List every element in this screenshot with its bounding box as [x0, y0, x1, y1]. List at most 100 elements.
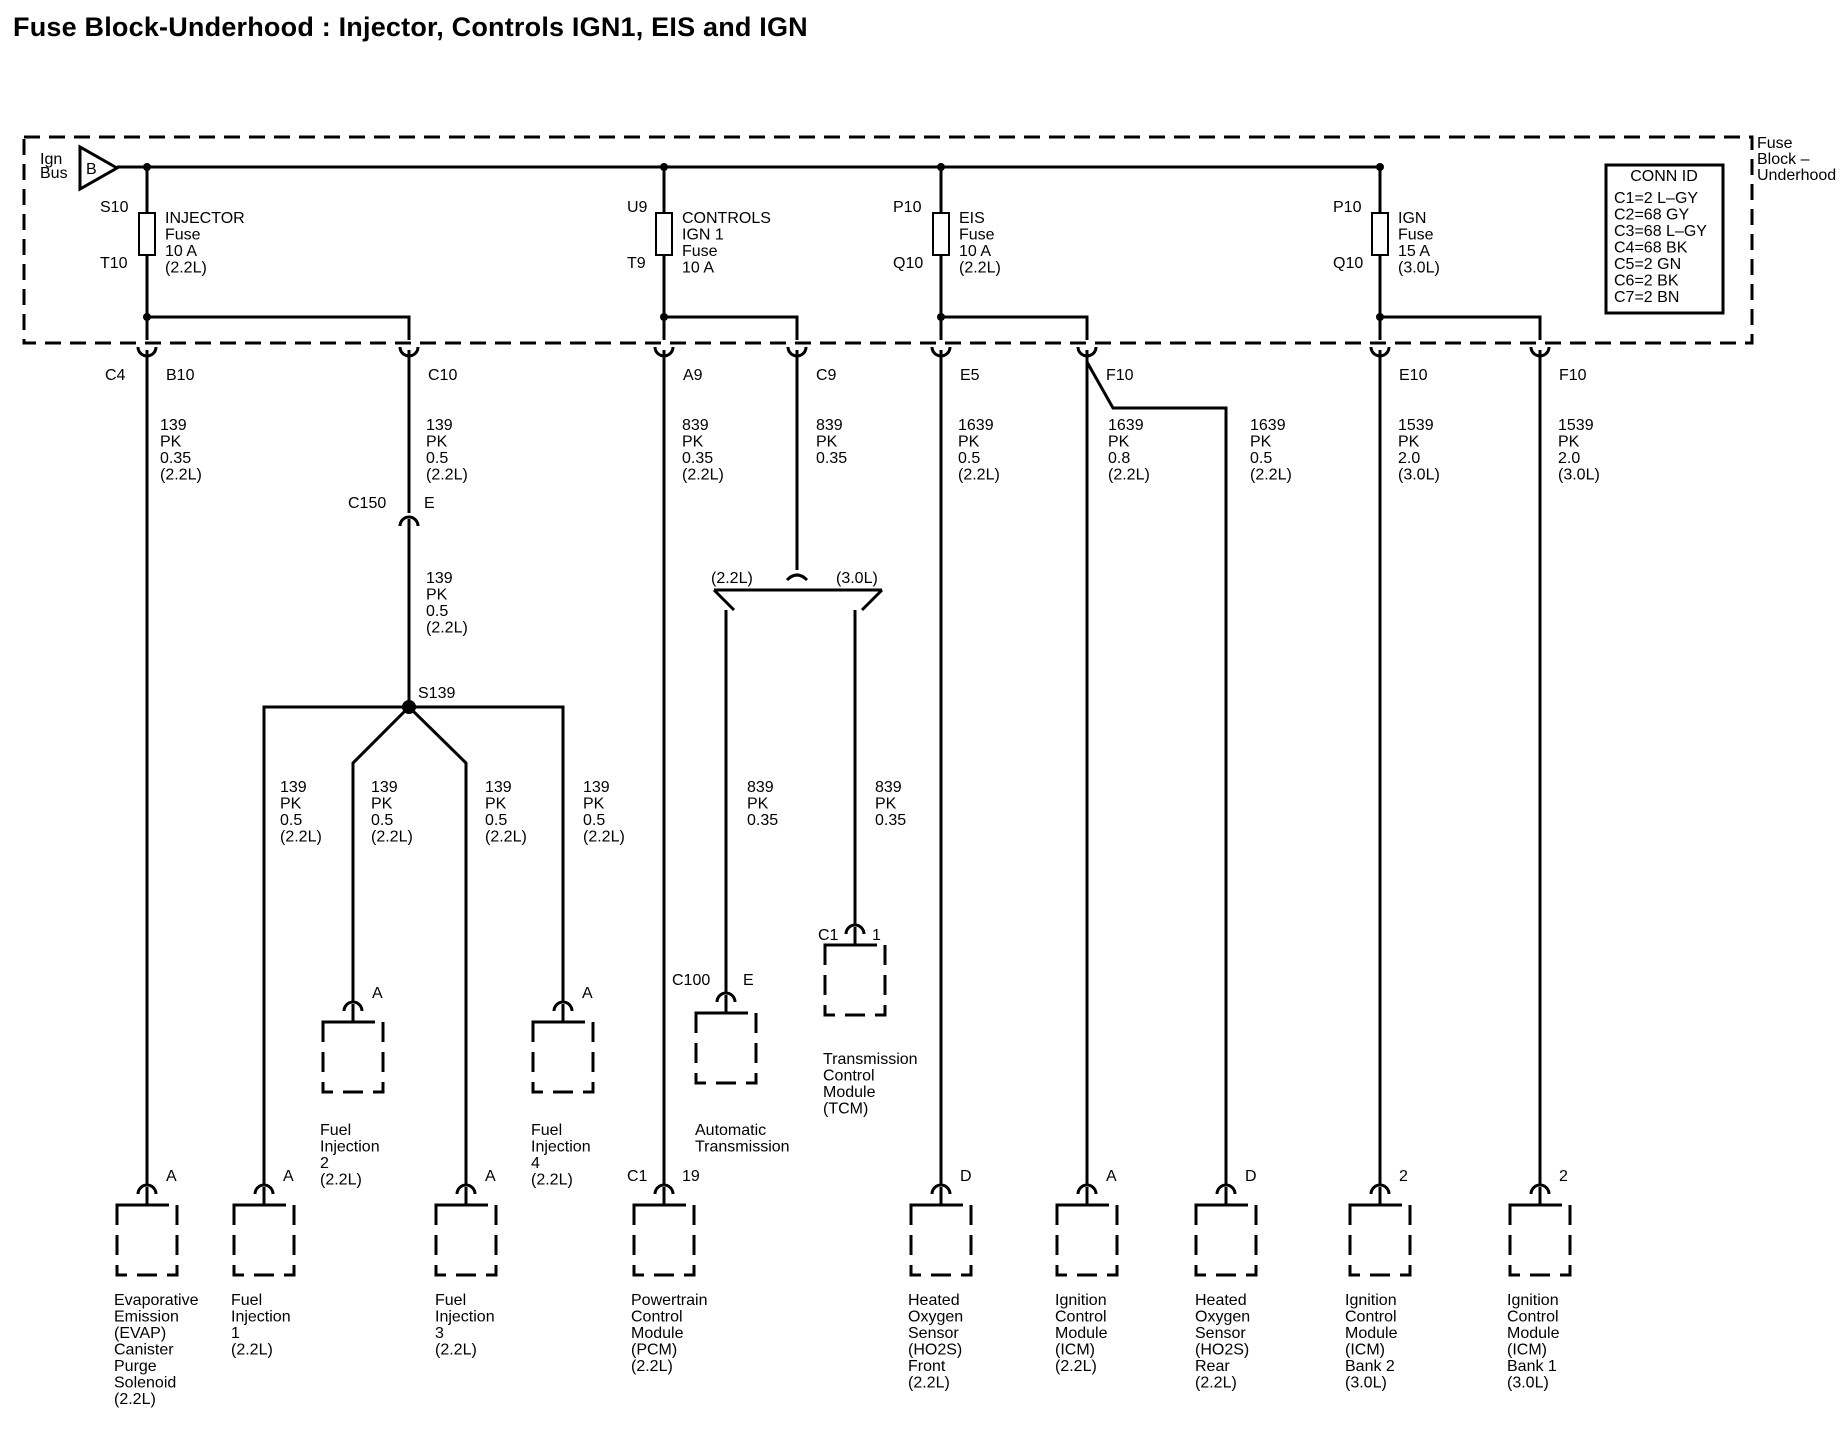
component-label: Transmission — [823, 1051, 918, 1068]
bus-junction-3 — [1376, 163, 1384, 171]
wire-label: 2.0 — [1558, 450, 1580, 467]
component-label: Bank 1 — [1507, 1358, 1557, 1375]
wire-label: 139 — [160, 417, 187, 434]
wire-label: 0.5 — [1250, 450, 1272, 467]
wire-label: 0.8 — [1108, 450, 1130, 467]
wire-label: PK — [485, 796, 507, 813]
wire-label: PK — [280, 796, 302, 813]
component-label: Injection — [435, 1309, 495, 1326]
wire-label: 139 — [371, 779, 398, 796]
wire-label: 0.35 — [747, 812, 778, 829]
wire-label: 139 — [583, 779, 610, 796]
wire-label: PK — [1250, 434, 1272, 451]
fuse-label: (2.2L) — [959, 260, 1001, 277]
wire-label: PK — [682, 434, 704, 451]
wire-label: (2.2L) — [371, 829, 413, 846]
component-label: (TCM) — [823, 1101, 868, 1118]
conn-id-row: C7=2 BN — [1614, 289, 1679, 306]
component-label: Injection — [531, 1139, 591, 1156]
component-label: Emission — [114, 1309, 179, 1326]
diagram-shapes — [22, 135, 1754, 1277]
component-9-box — [1055, 1203, 1119, 1277]
component-label: Bank 2 — [1345, 1358, 1395, 1375]
terminal-cavity-7 — [1529, 346, 1551, 358]
component-label: Evaporative — [114, 1292, 199, 1309]
component-label: Fuel — [531, 1122, 562, 1139]
component-7-cavity — [653, 1183, 675, 1195]
terminal-cavity-6 — [1369, 346, 1391, 358]
wire-s139-branch — [262, 705, 565, 1185]
wire-label: PK — [371, 796, 393, 813]
wire-label: (2.2L) — [1108, 467, 1150, 484]
c100-pin-label: E — [743, 972, 754, 989]
wire-label: (2.2L) — [160, 467, 202, 484]
component-label: Heated — [1195, 1292, 1247, 1309]
component-11-cavity — [1369, 1183, 1391, 1195]
fuse-label: EIS — [959, 210, 985, 227]
component-label: Module — [1345, 1325, 1398, 1342]
wire-label: 139 — [485, 779, 512, 796]
fuse-label: 10 A — [165, 243, 197, 260]
component-pin-label: A — [166, 1168, 177, 1185]
component-8-cavity — [930, 1183, 952, 1195]
component-label: (ICM) — [1055, 1342, 1095, 1359]
component-label: Ignition — [1055, 1292, 1107, 1309]
wire-label: 1539 — [1558, 417, 1594, 434]
terminal-label: F10 — [1106, 367, 1134, 384]
fuse-junction-1 — [660, 313, 668, 321]
wire-label: 0.5 — [485, 812, 507, 829]
component-label: Oxygen — [1195, 1309, 1250, 1326]
component-label: (2.2L) — [435, 1342, 477, 1359]
component-12-box — [1508, 1203, 1572, 1277]
component-label: Sensor — [908, 1325, 959, 1342]
wire-label: PK — [426, 434, 448, 451]
fuse-block-label: Fuse — [1757, 135, 1793, 152]
component-label: Fuel — [435, 1292, 466, 1309]
wire-label: PK — [583, 796, 605, 813]
bus-junction-2 — [937, 163, 945, 171]
bus-junction-0 — [143, 163, 151, 171]
component-label: (2.2L) — [1195, 1375, 1237, 1392]
component-label: Sensor — [1195, 1325, 1246, 1342]
fuse-top-pin: U9 — [627, 199, 648, 216]
fuse-bottom-pin: Q10 — [1333, 255, 1363, 272]
wire-label: (2.2L) — [485, 829, 527, 846]
wire-label: 0.35 — [875, 812, 906, 829]
conn-id-row: C5=2 GN — [1614, 256, 1681, 273]
component-label: (2.2L) — [908, 1375, 950, 1392]
component-label: (ICM) — [1507, 1342, 1547, 1359]
wire-label: (2.2L) — [426, 620, 468, 637]
wire-label: (2.2L) — [280, 829, 322, 846]
component-label: (3.0L) — [1345, 1375, 1387, 1392]
component-label: Transmission — [695, 1139, 790, 1156]
fuse-top-pin: P10 — [893, 199, 922, 216]
component-label: Control — [1345, 1309, 1397, 1326]
wire-label: 1639 — [1250, 417, 1286, 434]
terminal-label: A9 — [683, 367, 703, 384]
component-label: 1 — [231, 1325, 240, 1342]
fuse-bottom-pin: T9 — [627, 255, 646, 272]
component-label: Control — [1055, 1309, 1107, 1326]
split-curl-left — [712, 588, 736, 612]
component-label: (HO2S) — [1195, 1342, 1249, 1359]
fuse-branch-2 — [941, 315, 1089, 340]
wire-label: (2.2L) — [682, 467, 724, 484]
wire-label: 1539 — [1398, 417, 1434, 434]
component-label: 3 — [435, 1325, 444, 1342]
conn-id-row: C2=68 GY — [1614, 207, 1689, 224]
fuse-label: 15 A — [1398, 243, 1430, 260]
wire-label: 139 — [426, 417, 453, 434]
component-label: Oxygen — [908, 1309, 963, 1326]
component-pin-label: 2 — [1559, 1168, 1568, 1185]
component-label: (ICM) — [1345, 1342, 1385, 1359]
wire-crossover — [785, 573, 809, 582]
fuse-top-pin: P10 — [1333, 199, 1362, 216]
fuse-label: IGN 1 — [682, 227, 724, 244]
component-2-cavity — [342, 1000, 364, 1012]
component-10-box — [1194, 1203, 1258, 1277]
component-label: Module — [823, 1084, 876, 1101]
bus-pin-label: B — [86, 161, 97, 178]
terminal-cavity-4 — [930, 346, 952, 358]
component-pin-label: A — [372, 985, 383, 1002]
